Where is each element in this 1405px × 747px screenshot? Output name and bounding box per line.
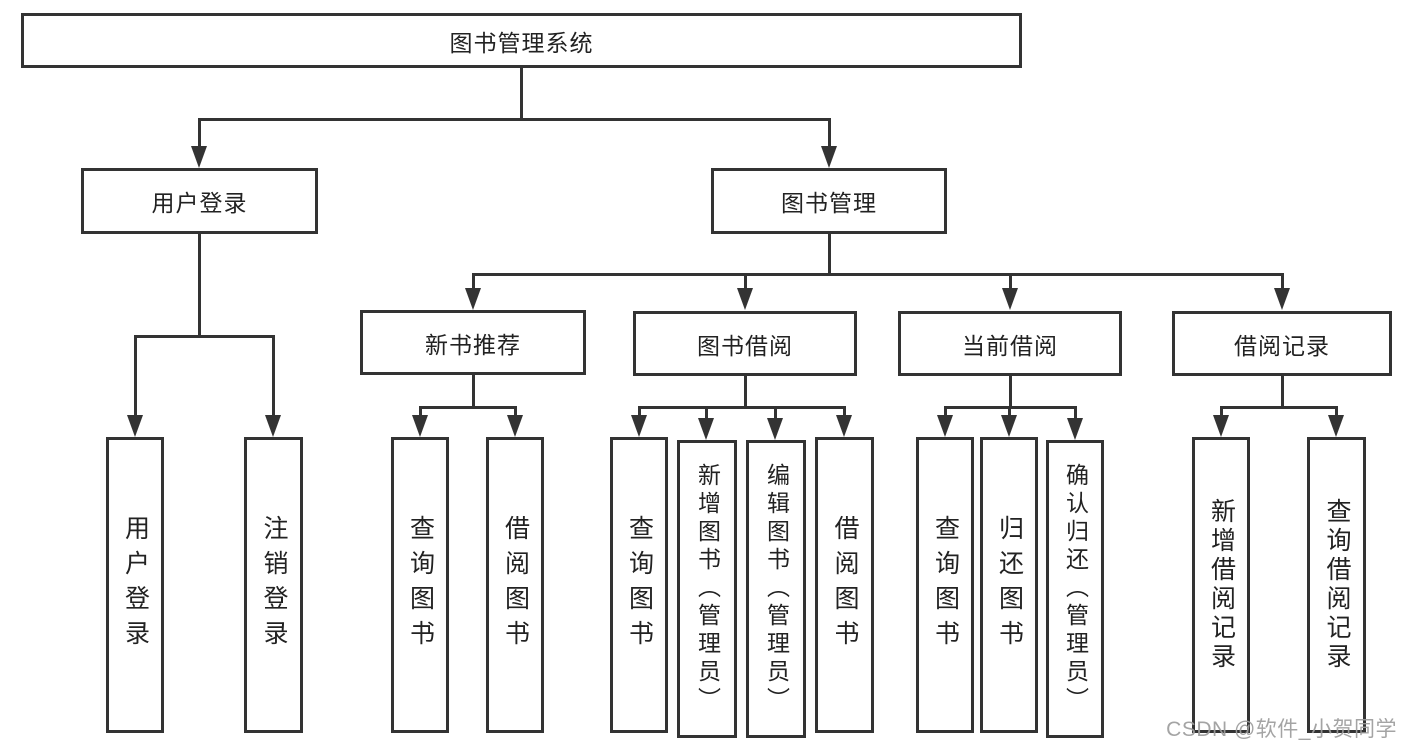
- node-user-login-label: 用户登录: [151, 190, 248, 216]
- connector-root-branch: [198, 118, 830, 121]
- connector-book-management-branch: [472, 273, 1283, 276]
- leaf-label: 确认归还（管理员）: [1062, 463, 1089, 715]
- arrowhead-current-borrow: [1002, 288, 1018, 310]
- connector-drop-c2: [705, 406, 708, 420]
- leaf-query-borrow-record: 查询借阅记录: [1307, 437, 1366, 733]
- leaf-label: 归还图书: [995, 515, 1024, 655]
- leaf-user-login: 用户登录: [106, 437, 164, 733]
- arrowhead-b1: [412, 415, 428, 437]
- node-root-label: 图书管理系统: [449, 29, 594, 56]
- node-current-borrow-label: 当前借阅: [962, 332, 1058, 359]
- arrowhead-b2: [507, 415, 523, 437]
- node-book-management-label: 图书管理: [781, 190, 877, 216]
- connector-drop-e2: [1335, 406, 1338, 418]
- node-book-borrow: 图书借阅: [633, 311, 857, 376]
- node-current-borrow: 当前借阅: [898, 311, 1122, 376]
- leaf-borrow-books: 借阅图书: [815, 437, 874, 733]
- connector-current-borrow-stem: [1009, 376, 1012, 409]
- arrowhead-book-borrow: [737, 288, 753, 310]
- node-book-borrow-label: 图书借阅: [697, 332, 793, 359]
- node-new-book-recommend: 新书推荐: [360, 310, 586, 375]
- connector-drop-user-login: [198, 118, 201, 150]
- connector-drop-c3: [774, 406, 777, 420]
- connector-user-login-branch: [134, 335, 274, 338]
- connector-user-login-stem: [198, 234, 201, 338]
- watermark: CSDN @软件_小贺同学: [1166, 718, 1397, 741]
- node-book-management: 图书管理: [711, 168, 947, 234]
- leaf-add-books-admin: 新增图书（管理员）: [677, 440, 737, 738]
- arrowhead-leaf-logout: [265, 415, 281, 437]
- leaf-label: 查询图书: [931, 515, 960, 655]
- arrowhead-borrow-records: [1274, 288, 1290, 310]
- connector-drop-borrow-records: [1281, 273, 1284, 291]
- connector-drop-d2: [1008, 406, 1011, 418]
- node-borrow-records: 借阅记录: [1172, 311, 1392, 376]
- connector-book-borrow-stem: [744, 376, 747, 409]
- arrowhead-c3: [767, 418, 783, 440]
- arrowhead-leaf-user-login: [127, 415, 143, 437]
- connector-drop-d3: [1074, 406, 1077, 420]
- arrowhead-c2: [698, 418, 714, 440]
- leaf-label: 新增借阅记录: [1207, 498, 1236, 672]
- node-root-system: 图书管理系统: [21, 13, 1022, 68]
- connector-drop-e1: [1220, 406, 1223, 418]
- leaf-query-books-borrow: 查询图书: [610, 437, 668, 733]
- leaf-confirm-return-admin: 确认归还（管理员）: [1046, 440, 1104, 738]
- leaf-logout-label: 注销登录: [260, 515, 288, 655]
- connector-drop-leaf-logout: [272, 335, 275, 418]
- connector-drop-current-borrow: [1009, 273, 1012, 291]
- connector-book-management-stem: [828, 234, 831, 276]
- arrowhead-c1: [631, 415, 647, 437]
- leaf-label: 编辑图书（管理员）: [763, 463, 790, 715]
- node-borrow-records-label: 借阅记录: [1234, 332, 1330, 359]
- leaf-label: 查询图书: [406, 515, 435, 655]
- arrowhead-new-book: [465, 288, 481, 310]
- connector-borrow-records-branch: [1220, 406, 1338, 409]
- connector-drop-b2: [514, 406, 517, 418]
- leaf-label: 查询图书: [625, 515, 654, 655]
- arrowhead-user-login: [191, 146, 207, 168]
- arrowhead-d1: [937, 415, 953, 437]
- connector-new-book-stem: [472, 375, 475, 409]
- connector-book-borrow-branch: [638, 406, 846, 409]
- leaf-return-books: 归还图书: [980, 437, 1038, 733]
- connector-drop-new-book: [472, 273, 475, 291]
- connector-drop-c4: [843, 406, 846, 418]
- connector-drop-d1: [944, 406, 947, 418]
- arrowhead-c4: [836, 415, 852, 437]
- leaf-query-books-current: 查询图书: [916, 437, 974, 733]
- arrowhead-e2: [1328, 415, 1344, 437]
- arrowhead-book-management: [821, 146, 837, 168]
- leaf-label: 查询借阅记录: [1323, 498, 1351, 672]
- leaf-borrow-books-recommend: 借阅图书: [486, 437, 544, 733]
- connector-borrow-records-stem: [1281, 376, 1284, 409]
- connector-drop-c1: [638, 406, 641, 418]
- node-user-login: 用户登录: [81, 168, 318, 234]
- connector-drop-b1: [419, 406, 422, 418]
- connector-drop-book-borrow: [744, 273, 747, 291]
- leaf-user-login-label: 用户登录: [121, 515, 150, 655]
- node-new-book-recommend-label: 新书推荐: [425, 331, 521, 358]
- leaf-label: 借阅图书: [831, 515, 859, 655]
- leaf-label: 借阅图书: [501, 515, 530, 655]
- leaf-query-books-recommend: 查询图书: [391, 437, 449, 733]
- leaf-logout: 注销登录: [244, 437, 303, 733]
- leaf-label: 新增图书（管理员）: [694, 463, 721, 715]
- arrowhead-d3: [1067, 418, 1083, 440]
- leaf-add-borrow-record: 新增借阅记录: [1192, 437, 1250, 733]
- connector-new-book-branch: [419, 406, 516, 409]
- arrowhead-e1: [1213, 415, 1229, 437]
- leaf-edit-books-admin: 编辑图书（管理员）: [746, 440, 806, 738]
- connector-drop-book-management: [828, 118, 831, 150]
- connector-root-stem: [520, 68, 523, 121]
- arrowhead-d2: [1001, 415, 1017, 437]
- connector-drop-leaf-user-login: [134, 335, 137, 418]
